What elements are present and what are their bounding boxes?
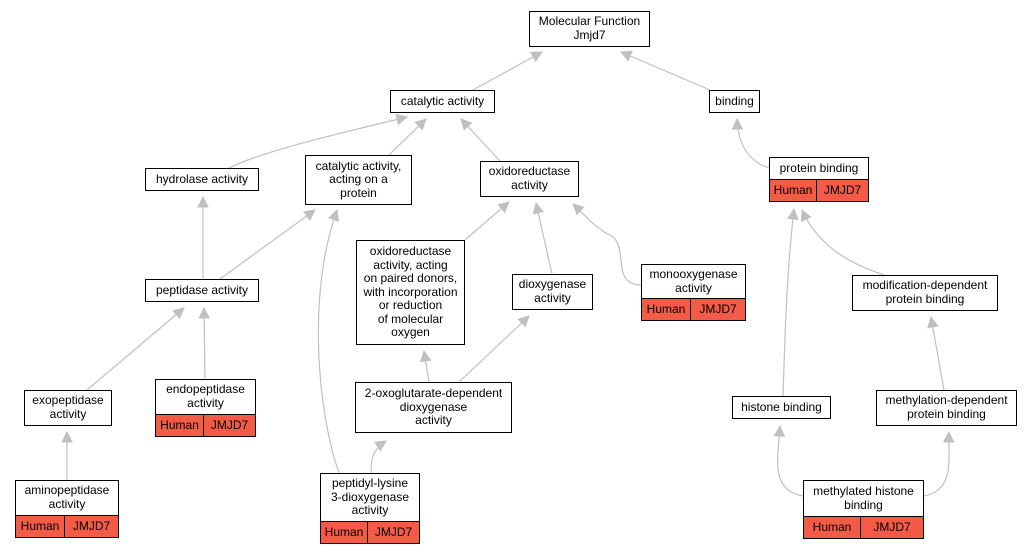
gene-badge: JMJD7 [203,415,255,436]
go-term-oxido-paired[interactable]: oxidoreductase activity, acting on paire… [356,240,465,345]
go-term-label: histone binding [741,399,822,414]
go-term-label: oxidoreductase activity, acting on paire… [363,243,458,340]
species-badge: Human [804,517,860,538]
arrowhead-protein_binding-to-binding [731,117,744,130]
go-term-label: modification-dependent protein binding [862,278,988,306]
species-badge: Human [16,516,64,537]
go-term-oxidoreductase[interactable]: oxidoreductase activity [480,161,579,197]
arrowhead-hydrolase-to-catalytic [395,113,409,126]
go-term-label: endopeptidase activity [166,382,245,410]
go-term-dioxygenase[interactable]: dioxygenase activity [512,274,593,310]
go-term-label: catalytic activity, acting on a protein [315,158,402,200]
arrowhead-peptidase-to-catalytic_protein [303,209,316,221]
edge-dioxygenase-to-oxidoreductase [535,202,553,275]
edge-histone_binding-to-protein_binding [782,208,795,397]
arrowhead-oxidoreductase-to-catalytic [460,118,473,131]
go-term-label: exopeptidase activity [32,393,104,421]
edge-exopeptidase-to-peptidase [86,307,185,391]
arrowhead-exopeptidase-to-peptidase [172,307,185,320]
species-badge: Human [321,522,367,543]
edge-binding-to-mf_root [620,51,711,91]
edge-hydrolase-to-catalytic [228,116,408,169]
edge-oxoglutarate-to-dioxygenase [458,315,530,383]
gene-badge: JMJD7 [816,180,868,201]
edge-protein_binding-to-binding [736,118,770,169]
arrowhead-peptidyl_lysine-to-catalytic_protein [328,208,339,222]
go-term-label: dioxygenase activity [518,277,587,305]
go-term-peptidase[interactable]: peptidase activity [145,279,259,302]
go-term-label: Molecular Function Jmjd7 [538,14,641,42]
arrowhead-endopeptidase-to-peptidase [198,306,210,319]
go-term-catalytic[interactable]: catalytic activity [390,90,495,113]
gene-badge: JMJD7 [367,522,419,543]
species-badge: Human [156,415,203,436]
arrowhead-methylated_histone-to-histone_binding [773,424,786,437]
gene-badge: JMJD7 [690,299,745,320]
go-term-label: peptidase activity [155,282,249,297]
go-term-label: hydrolase activity [155,171,249,186]
go-term-hydrolase[interactable]: hydrolase activity [145,168,259,191]
gene-badge: JMJD7 [860,517,923,538]
species-badge: Human [770,180,816,201]
gene-badge: JMJD7 [64,516,118,537]
go-term-label: catalytic activity [400,93,485,108]
edge-monooxygenase-to-oxidoreductase [572,203,642,286]
go-term-label: methylated histone binding [813,483,914,512]
arrowhead-methylated_histone-to-methylation_binding [942,430,955,443]
go-term-label: peptidyl-lysine 3-dioxygenase activity [330,476,410,518]
arrowhead-catalytic_protein-to-catalytic [414,118,427,131]
edge-endopeptidase-to-peptidase [203,307,206,380]
go-term-histone-binding[interactable]: histone binding [732,396,831,419]
species-badge: Human [642,299,690,320]
arrowhead-dioxygenase-to-oxidoreductase [532,201,544,215]
arrowhead-modification_binding-to-protein_binding [801,208,812,222]
go-term-label: aminopeptidase activity [24,483,110,511]
arrowhead-oxido_paired-to-oxidoreductase [497,201,510,214]
go-term-label: protein binding [779,160,859,175]
arrowhead-peptidase-to-hydrolase [197,195,209,208]
arrowhead-binding-to-mf_root [619,50,633,62]
go-term-exopeptidase[interactable]: exopeptidase activity [24,390,112,426]
go-term-catalytic-protein[interactable]: catalytic activity, acting on a protein [305,155,412,205]
go-term-label: methylation-dependent protein binding [885,393,1008,421]
edge-methylation_binding-to-modification_binding [930,316,945,391]
go-term-binding[interactable]: binding [709,90,760,113]
arrowhead-histone_binding-to-protein_binding [787,207,799,221]
arrowhead-peptidyl_lysine-to-oxoglutarate [374,440,387,452]
arrowhead-methylation_binding-to-modification_binding [927,315,939,329]
arrowhead-oxoglutarate-to-dioxygenase [517,315,530,328]
edge-modification_binding-to-protein_binding [801,209,885,276]
arrowhead-monooxygenase-to-oxidoreductase [572,203,585,216]
go-term-mf-root[interactable]: Molecular Function Jmjd7 [529,11,650,47]
edge-catalytic-to-mf_root [472,51,543,91]
go-term-methylation-binding[interactable]: methylation-dependent protein binding [876,390,1017,426]
go-term-label: monooxygenase activity [649,266,738,295]
go-term-label: oxidoreductase activity [488,164,571,192]
go-term-modification-binding[interactable]: modification-dependent protein binding [852,275,998,311]
go-term-label: 2-oxoglutarate-dependent dioxygenase act… [364,386,503,428]
arrowhead-oxoglutarate-to-oxido_paired [419,349,432,363]
edge-peptidase-to-catalytic_protein [219,209,316,280]
go-term-label: binding [715,93,754,108]
arrowhead-catalytic-to-mf_root [530,51,543,63]
go-term-oxoglutarate[interactable]: 2-oxoglutarate-dependent dioxygenase act… [355,382,512,433]
arrowhead-aminopeptidase-to-exopeptidase [61,430,73,443]
edge-peptidyl_lysine-to-catalytic_protein [317,209,340,474]
